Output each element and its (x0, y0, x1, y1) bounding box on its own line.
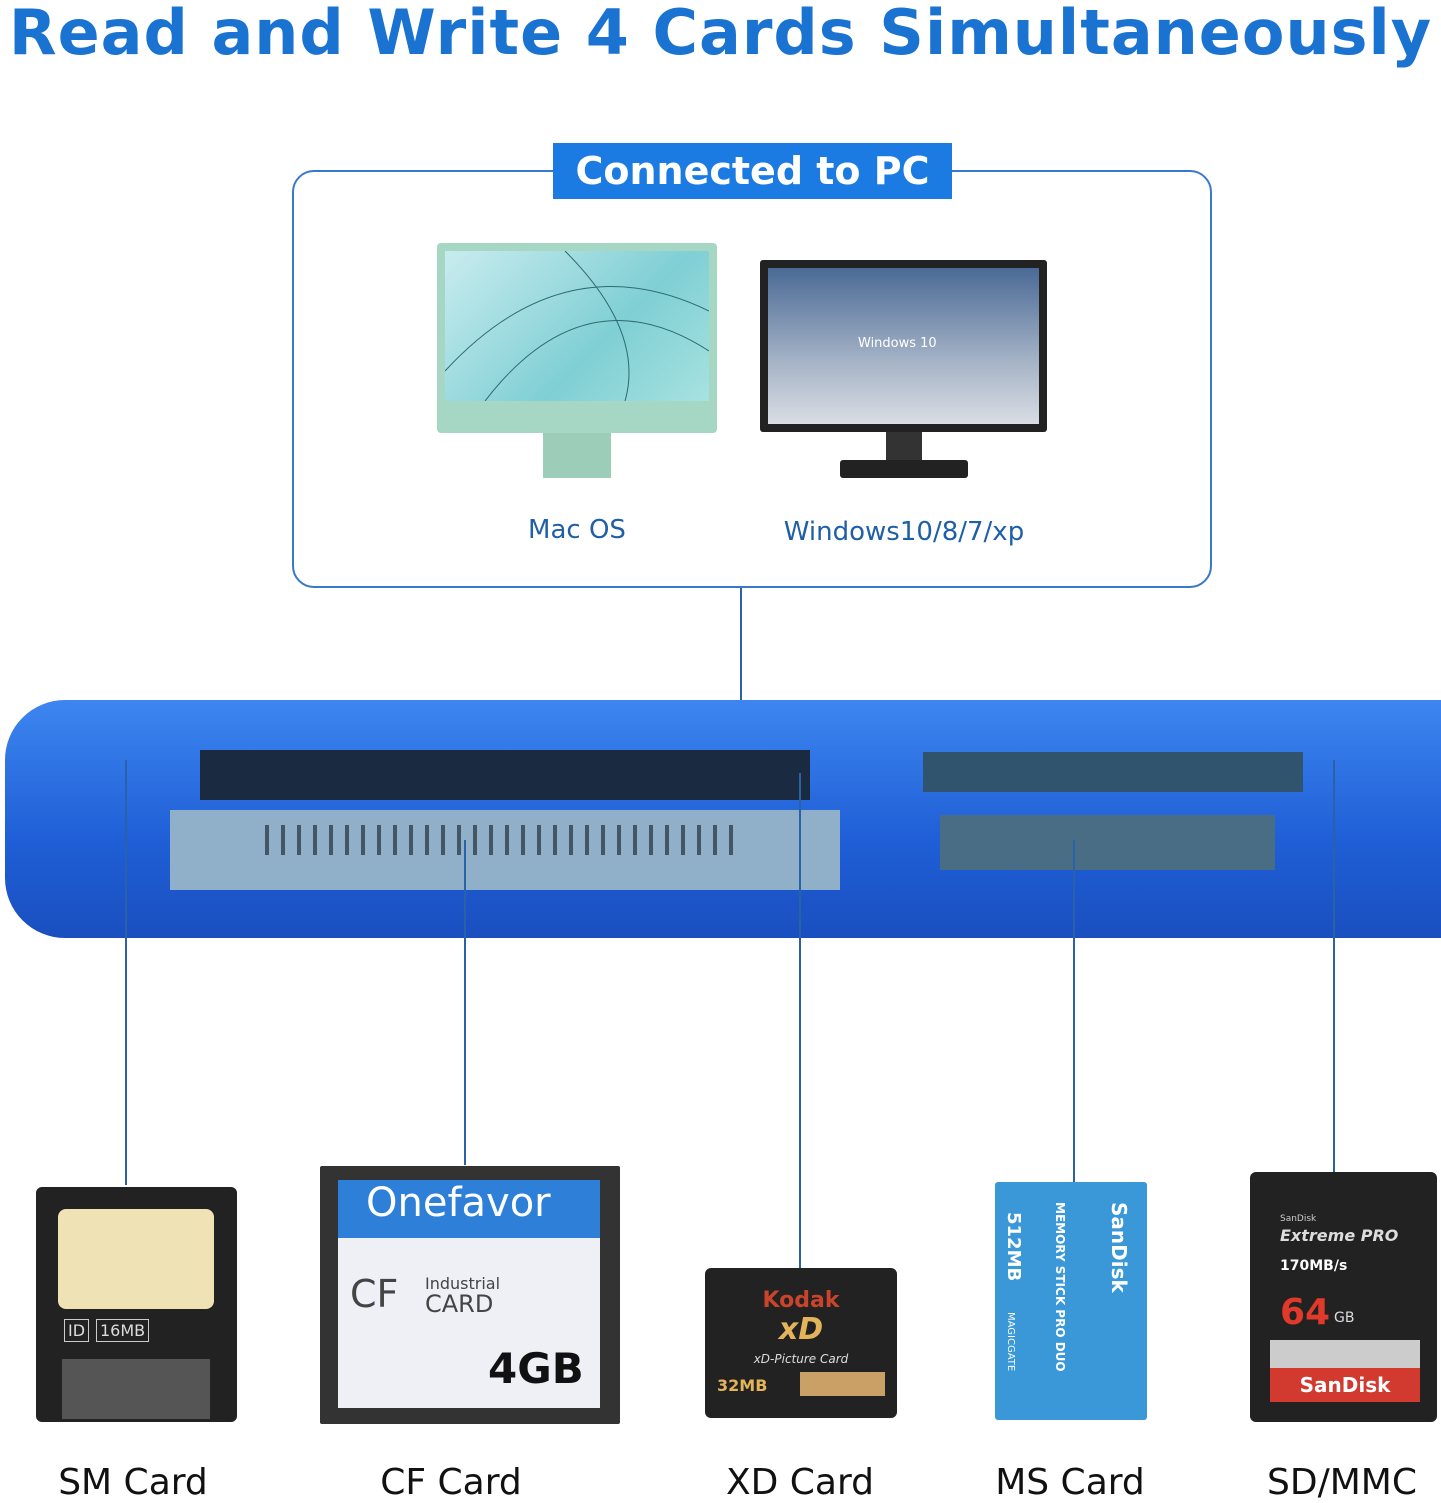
pointer-line-ms (1073, 840, 1075, 1182)
sm-card-label: SM Card (58, 1462, 208, 1503)
windows-screen-text: Windows 10 (858, 336, 937, 351)
cf-card-capacity: 4GB (488, 1344, 584, 1393)
windows-os-label: Windows10/8/7/xp (783, 517, 1025, 547)
ms-card-text: MEMORY STICK PRO DUO (1053, 1202, 1067, 1372)
ms-card-text: MAGICGATE (1005, 1312, 1016, 1372)
sm-card-text: 16MB (96, 1319, 150, 1342)
ms-card-label: MS Card (995, 1462, 1145, 1503)
pointer-line-cf (464, 840, 466, 1165)
pointer-line-xd (799, 773, 801, 1268)
pointer-line-sd (1333, 760, 1335, 1172)
xd-card-capacity: 32MB (717, 1376, 768, 1395)
xd-card-text: xD (778, 1312, 824, 1347)
cf-card-brand: Onefavor (338, 1180, 600, 1238)
card-reader-device (5, 700, 1441, 938)
cf-card-text: CF (350, 1272, 399, 1316)
xd-card-image: Kodak xD xD-Picture Card 32MB (705, 1268, 897, 1418)
sd-card-text: 170MB/s (1280, 1258, 1348, 1274)
connector-line (740, 588, 742, 700)
windows-monitor-image: Windows 10 (760, 260, 1047, 480)
sd-card-capacity: 64 (1280, 1292, 1331, 1333)
pointer-line-sm (125, 760, 127, 1185)
sd-card-text: Extreme PRO (1280, 1226, 1399, 1245)
connected-badge: Connected to PC (553, 143, 952, 199)
cf-card-label: CF Card (380, 1462, 522, 1503)
xd-card-brand: Kodak (762, 1288, 840, 1313)
sm-card-image: ID 16MB (36, 1187, 237, 1422)
sd-card-brand: SanDisk (1270, 1368, 1420, 1402)
page-title: Read and Write 4 Cards Simultaneously (8, 0, 1433, 69)
xd-card-label: XD Card (725, 1462, 875, 1503)
cf-card-text: CARD (425, 1290, 494, 1318)
sd-card-text: GB (1334, 1310, 1355, 1326)
cf-card-image: Onefavor CF Industrial CARD 4GB (320, 1166, 620, 1424)
xd-card-text: xD-Picture Card (753, 1352, 849, 1366)
sm-card-text: ID (64, 1319, 90, 1342)
mac-monitor-image (437, 243, 717, 478)
ms-card-image: 512MB MEMORY STICK PRO DUO SanDisk MAGIC… (995, 1182, 1147, 1420)
sd-card-text: SanDisk (1280, 1214, 1317, 1224)
sd-card-label: SD/MMC (1267, 1462, 1417, 1503)
ms-card-brand: SanDisk (1107, 1202, 1131, 1293)
sd-card-image: SanDisk Extreme PRO 170MB/s 64 GB SanDis… (1250, 1172, 1437, 1422)
mac-os-label: Mac OS (528, 515, 626, 545)
cf-card-text: Industrial (425, 1274, 501, 1293)
ms-card-capacity: 512MB (1003, 1212, 1024, 1282)
